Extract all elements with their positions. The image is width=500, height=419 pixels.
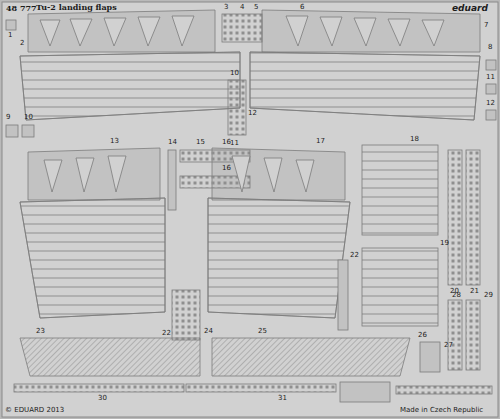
callout-number: 19: [440, 240, 449, 247]
callout-number: 22: [350, 252, 359, 259]
callout-number: 21: [470, 288, 479, 295]
flap-parts: [6, 10, 496, 402]
callout-number: 13: [110, 138, 119, 145]
callout-number: 28: [452, 292, 461, 299]
callout-number: 27: [444, 342, 453, 349]
callout-number: 23: [36, 328, 45, 335]
callout-number: 2: [20, 40, 24, 47]
catalogue-number: 48 777: [6, 4, 37, 12]
callout-number: 24: [204, 328, 213, 335]
callout-number: 3: [224, 4, 228, 11]
callout-number: 11: [230, 140, 239, 147]
callout-number: 1: [8, 32, 12, 39]
callout-number: 16: [222, 139, 231, 146]
callout-number: 25: [258, 328, 267, 335]
callout-number: 9: [6, 114, 10, 121]
callout-number: 10: [24, 114, 33, 121]
callout-number: 22: [162, 330, 171, 337]
callout-number: 14: [168, 139, 177, 146]
callout-number: 10: [230, 70, 239, 77]
callout-number: 31: [278, 395, 287, 402]
callout-number: 16: [222, 165, 231, 172]
callout-number: 4: [240, 4, 244, 11]
callout-number: 6: [300, 4, 304, 11]
brand-logo: eduard: [452, 4, 488, 13]
callout-number: 7: [484, 22, 488, 29]
callout-number: 26: [418, 332, 427, 339]
callout-number: 5: [254, 4, 258, 11]
callout-number: 12: [248, 110, 257, 117]
callout-number: 12: [486, 100, 495, 107]
imprint: © EDUARD 2013: [5, 407, 64, 414]
callout-number: 8: [488, 44, 492, 51]
callout-number: 29: [484, 292, 493, 299]
callout-number: 15: [196, 139, 205, 146]
lightening-holes: [40, 16, 444, 192]
callout-number: 18: [410, 136, 419, 143]
imprint: Made in Czech Republic: [400, 407, 483, 414]
sheet-title: Tu-2 landing flaps: [36, 3, 117, 11]
callout-number: 17: [316, 138, 325, 145]
callout-number: 30: [98, 395, 107, 402]
callout-number: 11: [486, 74, 495, 81]
